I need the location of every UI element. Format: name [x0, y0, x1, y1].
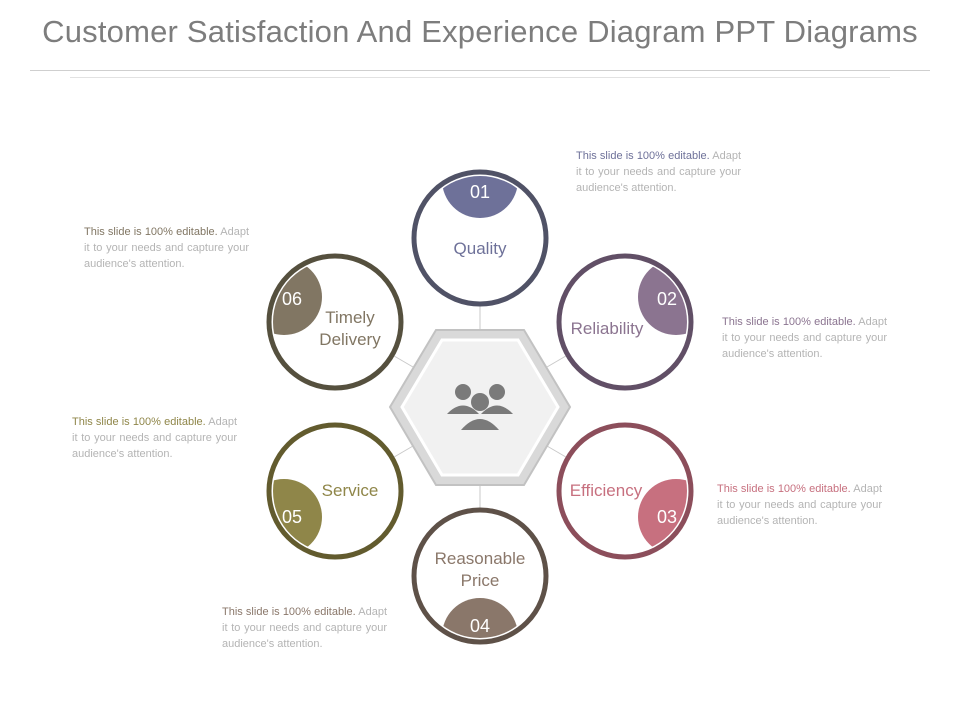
label-quality: Quality — [454, 239, 507, 258]
step-04: 04 Reasonable Price — [411, 507, 549, 645]
note-01: This slide is 100% editable. Adapt it to… — [576, 148, 741, 196]
number-04: 04 — [470, 616, 490, 636]
number-05: 05 — [282, 507, 302, 527]
title-divider — [30, 70, 930, 71]
label-efficiency: Efficiency — [570, 481, 643, 500]
number-badge-03 — [638, 479, 687, 553]
note-05: This slide is 100% editable. Adapt it to… — [72, 414, 237, 462]
step-02: 02 Reliability — [556, 253, 694, 391]
number-06: 06 — [282, 289, 302, 309]
number-03: 03 — [657, 507, 677, 527]
label-delivery: Delivery — [319, 330, 381, 349]
number-01: 01 — [470, 182, 490, 202]
users-group-icon — [447, 384, 513, 430]
step-05: 05 Service — [266, 422, 404, 560]
note-06: This slide is 100% editable. Adapt it to… — [84, 224, 249, 272]
number-badge-04 — [442, 598, 518, 638]
number-badge-02 — [638, 260, 687, 335]
note-03: This slide is 100% editable. Adapt it to… — [717, 481, 882, 529]
label-reliability: Reliability — [571, 319, 644, 338]
title-divider-secondary — [70, 77, 890, 78]
label-timely: Timely — [325, 308, 375, 327]
note-03-lead: This slide is 100% editable. — [717, 483, 851, 495]
note-01-lead: This slide is 100% editable. — [576, 150, 710, 162]
note-02-lead: This slide is 100% editable. — [722, 316, 856, 328]
step-06: 06 Timely Delivery — [266, 253, 404, 391]
label-price: Price — [461, 571, 500, 590]
number-badge-06 — [273, 260, 322, 335]
note-02-body: Adapt it to your needs and capture your … — [722, 316, 888, 360]
note-06-lead: This slide is 100% editable. — [84, 226, 218, 238]
note-01-body: Adapt it to your needs and capture your … — [576, 150, 742, 194]
number-badge-01 — [442, 176, 518, 218]
note-02: This slide is 100% editable. Adapt it to… — [722, 314, 887, 362]
note-04: This slide is 100% editable. Adapt it to… — [222, 604, 387, 652]
label-service: Service — [322, 481, 379, 500]
note-04-lead: This slide is 100% editable. — [222, 606, 356, 618]
label-reasonable: Reasonable — [435, 549, 526, 568]
slide-title: Customer Satisfaction And Experience Dia… — [42, 14, 918, 49]
note-05-lead: This slide is 100% editable. — [72, 416, 206, 428]
number-badge-05 — [273, 479, 322, 553]
step-03: 03 Efficiency — [556, 422, 694, 560]
note-06-body: Adapt it to your needs and capture your … — [84, 226, 250, 270]
step-01: 01 Quality — [411, 169, 549, 307]
note-04-body: Adapt it to your needs and capture your … — [222, 606, 388, 650]
number-02: 02 — [657, 289, 677, 309]
note-05-body: Adapt it to your needs and capture your … — [72, 416, 238, 460]
note-03-body: Adapt it to your needs and capture your … — [717, 483, 883, 527]
